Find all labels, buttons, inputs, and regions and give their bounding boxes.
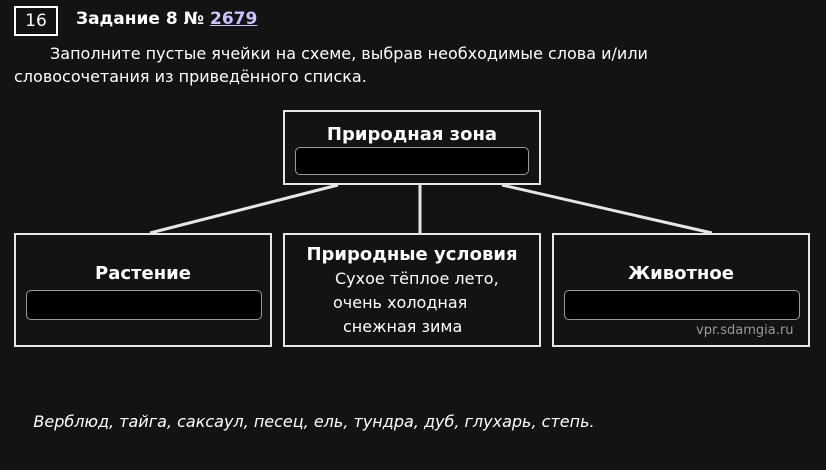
natural-zone-answer-slot[interactable] xyxy=(295,147,529,175)
connector-left xyxy=(149,183,339,235)
condition-line: снежная зима xyxy=(343,317,463,336)
condition-line: Сухое тёплое лето, xyxy=(335,269,499,288)
plant-answer-slot[interactable] xyxy=(26,290,262,320)
watermark: vpr.sdamgia.ru xyxy=(696,323,794,338)
animal-answer-slot[interactable] xyxy=(564,290,800,320)
task-number: 16 xyxy=(25,11,47,31)
task-label: Задание 8 № xyxy=(76,9,205,29)
animal-title: Животное xyxy=(628,263,734,284)
natural-conditions-box: Природные условия Сухое тёплое лето, оче… xyxy=(283,233,541,347)
task-number-box: 16 xyxy=(14,6,58,36)
connector-right xyxy=(501,183,713,235)
natural-conditions-title: Природные условия xyxy=(306,244,518,265)
natural-zone-title: Природная зона xyxy=(326,124,498,145)
task-title: Задание 8 № 2679 xyxy=(76,9,257,29)
animal-box: Животное xyxy=(552,233,810,347)
plant-box: Растение xyxy=(14,233,272,347)
word-list: Верблюд, тайга, саксаул, песец, ель, тун… xyxy=(33,412,595,431)
condition-line: очень холодная xyxy=(333,293,468,312)
natural-zone-box: Природная зона xyxy=(283,110,541,185)
plant-title: Растение xyxy=(95,263,191,284)
natural-conditions-text: Сухое тёплое лето, очень холодная снежна… xyxy=(285,267,539,339)
task-id-link[interactable]: 2679 xyxy=(209,9,258,29)
task-instruction: Заполните пустые ячейки на схеме, выбрав… xyxy=(14,44,648,86)
